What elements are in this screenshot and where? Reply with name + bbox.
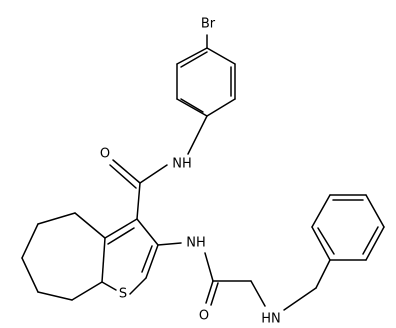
- atom-br: Br: [201, 17, 216, 32]
- bond-upper-co-b: [109, 164, 137, 189]
- thiophene-ring: [101, 218, 159, 295]
- atom-amine-hn: HN: [261, 312, 281, 327]
- bond-carbonyl-c3: [136, 182, 141, 220]
- atom-lower-o: O: [199, 309, 209, 324]
- bond-amide-n-carbonyl: [139, 164, 168, 184]
- atom-labels: Br NH O NH S O HN: [100, 17, 281, 327]
- atom-upper-o: O: [100, 147, 110, 162]
- bond-nh-lower-carbonyl: [204, 252, 214, 282]
- cycloheptane-ring: [21, 212, 106, 301]
- bond-lower-co-a: [205, 280, 214, 304]
- atom-s: S: [119, 287, 127, 302]
- atom-thioamide-nh: NH: [186, 236, 206, 251]
- bond-benzyl-phenyl: [315, 259, 331, 289]
- bond-lower-co-b: [210, 282, 219, 306]
- bond-upper-co-a: [112, 159, 141, 184]
- atom-amide-nh: NH: [172, 157, 192, 172]
- bond-ring-amide-n: [187, 115, 208, 155]
- bonds: [21, 34, 385, 311]
- phenyl-ring: [311, 194, 385, 261]
- bond-amine-benzyl: [283, 287, 317, 311]
- bond-c2-nh: [157, 242, 182, 246]
- bromophenyl-ring: [176, 47, 236, 117]
- bond-ch2-amine: [250, 280, 266, 307]
